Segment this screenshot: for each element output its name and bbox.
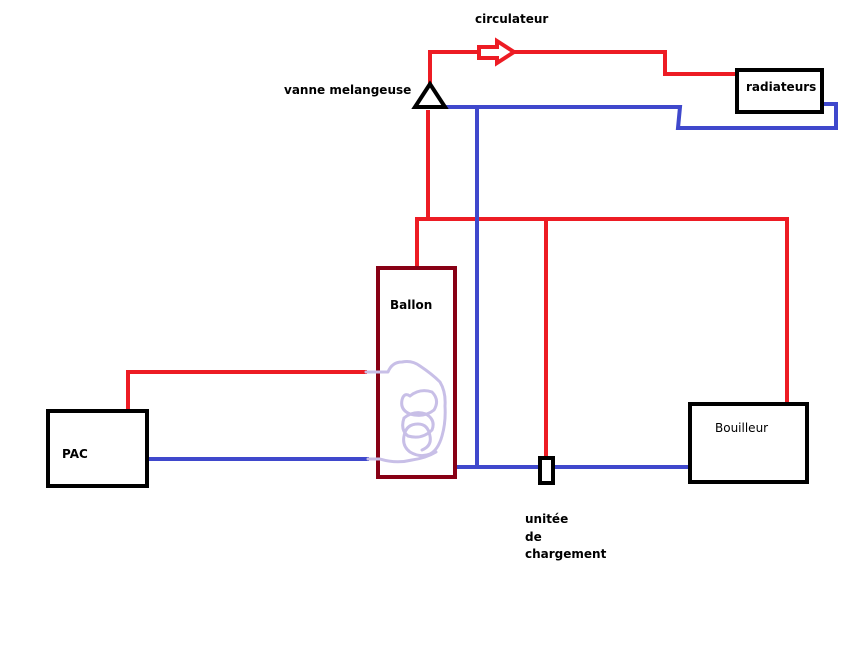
pac-box (46, 409, 149, 488)
heat-exchanger-coil-icon (364, 360, 447, 458)
ballon-box (376, 266, 457, 479)
heat-exchanger-return-icon (366, 450, 438, 464)
ballon-tank: Ballon (364, 266, 457, 479)
bouilleur-box (688, 402, 809, 484)
bouilleur-unit: Bouilleur (688, 402, 809, 484)
pipe-circulateur-to-radiateurs-hot (514, 50, 737, 76)
radiateurs-box (735, 68, 824, 114)
loading-unit-icon (538, 456, 555, 485)
ballon-label: Ballon (390, 298, 432, 312)
pipe-hot-header (415, 217, 789, 404)
vanne-label: vanne melangeuse (284, 83, 411, 97)
pipe-vanne-to-radiateurs-cold (444, 102, 838, 130)
radiateurs-unit: radiateurs (735, 68, 824, 114)
hot-pipes (126, 50, 789, 457)
unite-label-line-2: de (525, 530, 542, 544)
mixing-valve-icon (411, 80, 449, 109)
pac-unit: PAC (46, 409, 149, 488)
unite-de-chargement: unitée de chargement (525, 456, 607, 561)
unite-label-line-3: chargement (525, 547, 607, 561)
unite-label-line-1: unitée (525, 512, 568, 526)
circulateur: circulateur (475, 12, 548, 67)
pipe-pac-to-ballon-hot (126, 370, 367, 410)
pac-label: PAC (62, 447, 88, 461)
radiateurs-label: radiateurs (746, 80, 816, 94)
pump-arrow-icon (477, 37, 518, 67)
vanne-melangeuse: vanne melangeuse (284, 80, 449, 109)
bouilleur-label: Bouilleur (715, 421, 768, 435)
circulateur-label: circulateur (475, 12, 548, 26)
cold-pipes (148, 102, 838, 469)
pipe-vanne-to-circulateur-hot (428, 50, 480, 84)
